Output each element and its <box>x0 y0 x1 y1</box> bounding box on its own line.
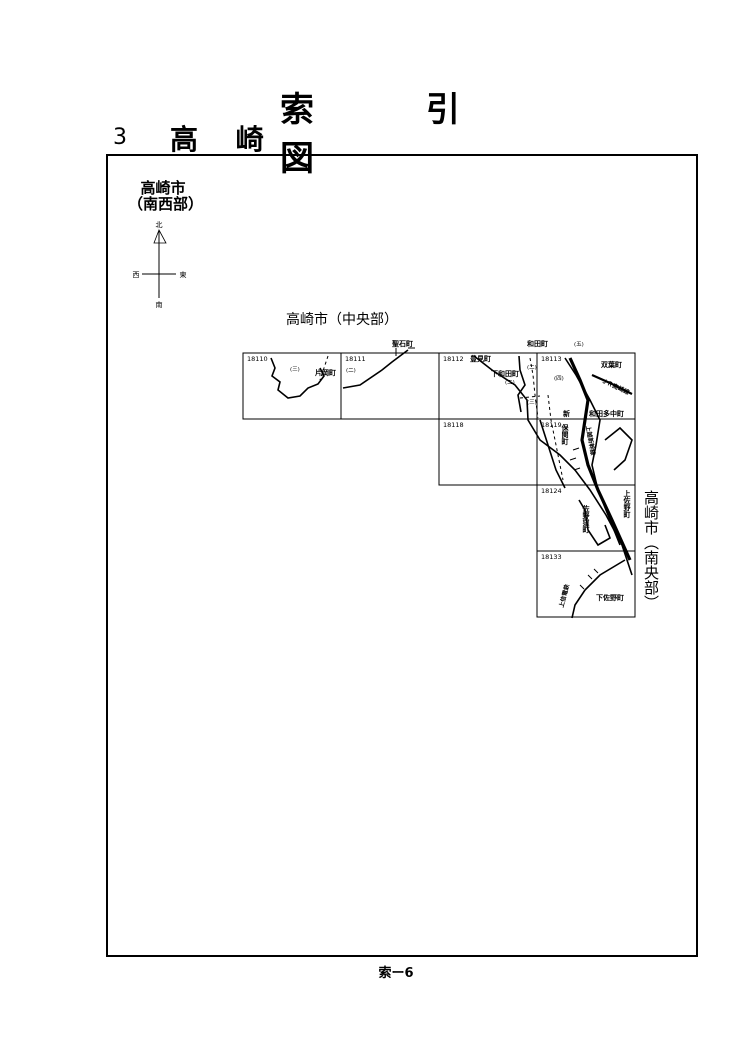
central-area-label: 高崎市（中央部） <box>286 312 398 328</box>
map-frame <box>106 154 698 957</box>
mark-2a: (二) <box>346 368 356 374</box>
place-joshin: 上信電鉄 <box>557 583 571 608</box>
compass-north: 北 <box>156 221 163 229</box>
place-wada: 和田町 <box>526 339 548 348</box>
boundary-sanokubo <box>578 499 611 547</box>
place-yasuseki: 保関町 <box>561 423 570 446</box>
rail-jr <box>568 357 632 561</box>
river-main <box>473 355 633 576</box>
mark-2b: (二) <box>505 380 515 386</box>
place-jr-takasaki: ＪＲ高崎線 <box>600 377 631 397</box>
sheet-label-18113: 18113 <box>541 355 562 363</box>
boundary-east <box>604 426 633 471</box>
rail-jr-takasaki <box>591 373 633 395</box>
dashed-boundary-2 <box>529 357 539 419</box>
sheet-label-18119: 18119 <box>541 421 562 429</box>
dashed-boundary-1 <box>319 355 329 381</box>
place-shimosano: 下佐野町 <box>596 593 624 602</box>
place-toyomi: 豊見町 <box>470 354 491 363</box>
boundary-kataoka <box>270 357 325 399</box>
boundary-shimosano <box>571 559 626 619</box>
page-number: 索ー6 <box>378 966 414 981</box>
place-shimowada: 下和田町 <box>491 369 519 378</box>
sheet-label-18133: 18133 <box>541 553 562 561</box>
area-name: 高崎市 （南西部） <box>128 179 204 213</box>
boundary-shimowada <box>517 355 526 413</box>
section-number: 3 <box>113 125 127 150</box>
section-name: 高 崎 <box>170 123 278 156</box>
sheet-label-18110: 18110 <box>247 355 268 363</box>
south-central-area-label: 高崎市（南央部） <box>642 490 660 610</box>
sheet-label-18124: 18124 <box>541 487 562 495</box>
mark-4: (四) <box>554 375 564 382</box>
place-seiseki: 聖石町 <box>392 339 413 348</box>
page-title: 索 引 図 <box>280 90 510 179</box>
place-futaba: 双葉町 <box>601 360 622 369</box>
compass-east: 東 <box>180 270 187 279</box>
boundary-shin <box>539 419 566 489</box>
area-name-line1: 高崎市 <box>140 179 186 197</box>
place-wadatanaka: 和田多中町 <box>588 409 624 418</box>
mark-2c: (二) <box>527 365 537 371</box>
place-kataoka: 片岡町 <box>315 368 336 377</box>
mark-3a: (三) <box>290 366 300 373</box>
sheet-18133[interactable] <box>536 550 636 618</box>
place-kamisano: 上佐野町 <box>623 489 632 519</box>
compass-west: 西 <box>133 271 140 279</box>
sheet-label-18112: 18112 <box>443 355 464 363</box>
place-sanokubo: 佐野窪町 <box>582 504 591 534</box>
place-shin: 新 <box>563 409 570 418</box>
compass-south: 南 <box>156 300 163 308</box>
area-name-line2: （南西部） <box>128 195 204 213</box>
boundary-seiseki <box>342 349 409 389</box>
compass-icon: 北 南 東 西 <box>133 221 187 308</box>
sheet-label-18118: 18118 <box>443 421 464 429</box>
mark-5: (五) <box>574 341 584 348</box>
dashed-boundary-4 <box>547 394 564 481</box>
sheet-label-18111: 18111 <box>345 355 366 363</box>
mark-3b: (三) <box>527 399 537 406</box>
